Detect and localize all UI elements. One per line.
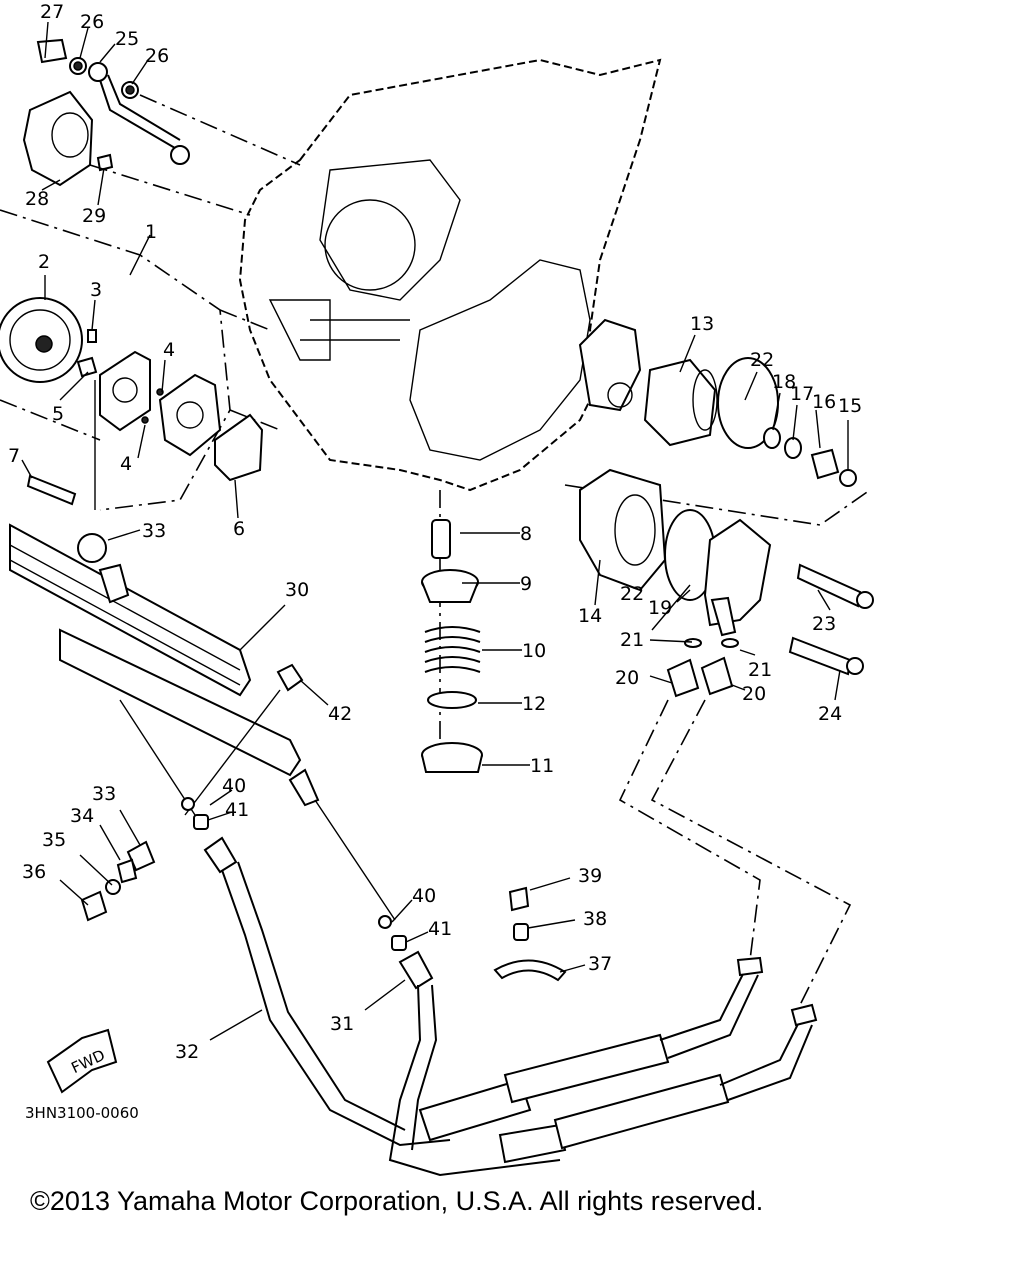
fwd-arrow-icon: FWD <box>46 1028 118 1094</box>
callout-8: 8 <box>520 523 532 545</box>
callout-33: 33 <box>142 520 166 542</box>
callout-28: 28 <box>25 188 49 210</box>
oil-filter-assembly <box>564 318 874 698</box>
callout-11: 11 <box>530 755 554 777</box>
callout-40: 40 <box>412 885 436 907</box>
callout-36: 36 <box>22 861 46 883</box>
callout-26: 26 <box>145 45 169 67</box>
callout-23: 23 <box>812 613 836 635</box>
relief-valve-stack <box>421 490 483 773</box>
oil-pump-assembly <box>0 209 281 511</box>
callout-22: 22 <box>750 349 774 371</box>
callout-34: 34 <box>70 805 94 827</box>
callout-10: 10 <box>522 640 546 662</box>
callout-16: 16 <box>812 391 836 413</box>
drawing-code: 3HN3100-0060 <box>25 1104 139 1122</box>
callout-4: 4 <box>163 339 175 361</box>
callout-labels: 27 26 25 26 28 29 1 2 3 4 5 4 7 6 13 22 … <box>8 1 862 1063</box>
callout-42: 42 <box>328 703 352 725</box>
callout-5: 5 <box>52 403 64 425</box>
callout-20: 20 <box>742 683 766 705</box>
callout-1: 1 <box>145 221 157 243</box>
callout-4: 4 <box>120 453 132 475</box>
callout-18: 18 <box>772 371 796 393</box>
callout-26: 26 <box>80 11 104 33</box>
callout-40: 40 <box>222 775 246 797</box>
oil-cooler <box>9 523 320 816</box>
crankcase-cover <box>238 58 662 492</box>
callout-31: 31 <box>330 1013 354 1035</box>
callout-35: 35 <box>42 829 66 851</box>
callout-9: 9 <box>520 573 532 595</box>
callout-41: 41 <box>225 799 249 821</box>
callout-14: 14 <box>578 605 602 627</box>
callout-15: 15 <box>838 395 862 417</box>
callout-29: 29 <box>82 205 106 227</box>
oil-hoses <box>203 699 852 1177</box>
callout-21: 21 <box>620 629 644 651</box>
callout-39: 39 <box>578 865 602 887</box>
callout-32: 32 <box>175 1041 199 1063</box>
callout-12: 12 <box>522 693 546 715</box>
callout-33: 33 <box>92 783 116 805</box>
callout-6: 6 <box>233 518 245 540</box>
callout-20: 20 <box>615 667 639 689</box>
callout-38: 38 <box>583 908 607 930</box>
callout-27: 27 <box>40 1 64 23</box>
callout-41: 41 <box>428 918 452 940</box>
callout-25: 25 <box>115 28 139 50</box>
callout-7: 7 <box>8 445 20 467</box>
copyright-notice: ©2013 Yamaha Motor Corporation, U.S.A. A… <box>30 1186 764 1216</box>
leader-lines <box>21 21 849 1041</box>
callout-3: 3 <box>90 279 102 301</box>
oil-pipe-assembly <box>22 38 301 216</box>
mount-hardware <box>80 797 567 982</box>
callout-30: 30 <box>285 579 309 601</box>
callout-17: 17 <box>790 383 814 405</box>
callout-24: 24 <box>818 703 842 725</box>
callout-2: 2 <box>38 251 50 273</box>
callout-22: 22 <box>620 583 644 605</box>
callout-13: 13 <box>690 313 714 335</box>
callout-21: 21 <box>748 659 772 681</box>
callout-19: 19 <box>648 597 672 619</box>
callout-37: 37 <box>588 953 612 975</box>
